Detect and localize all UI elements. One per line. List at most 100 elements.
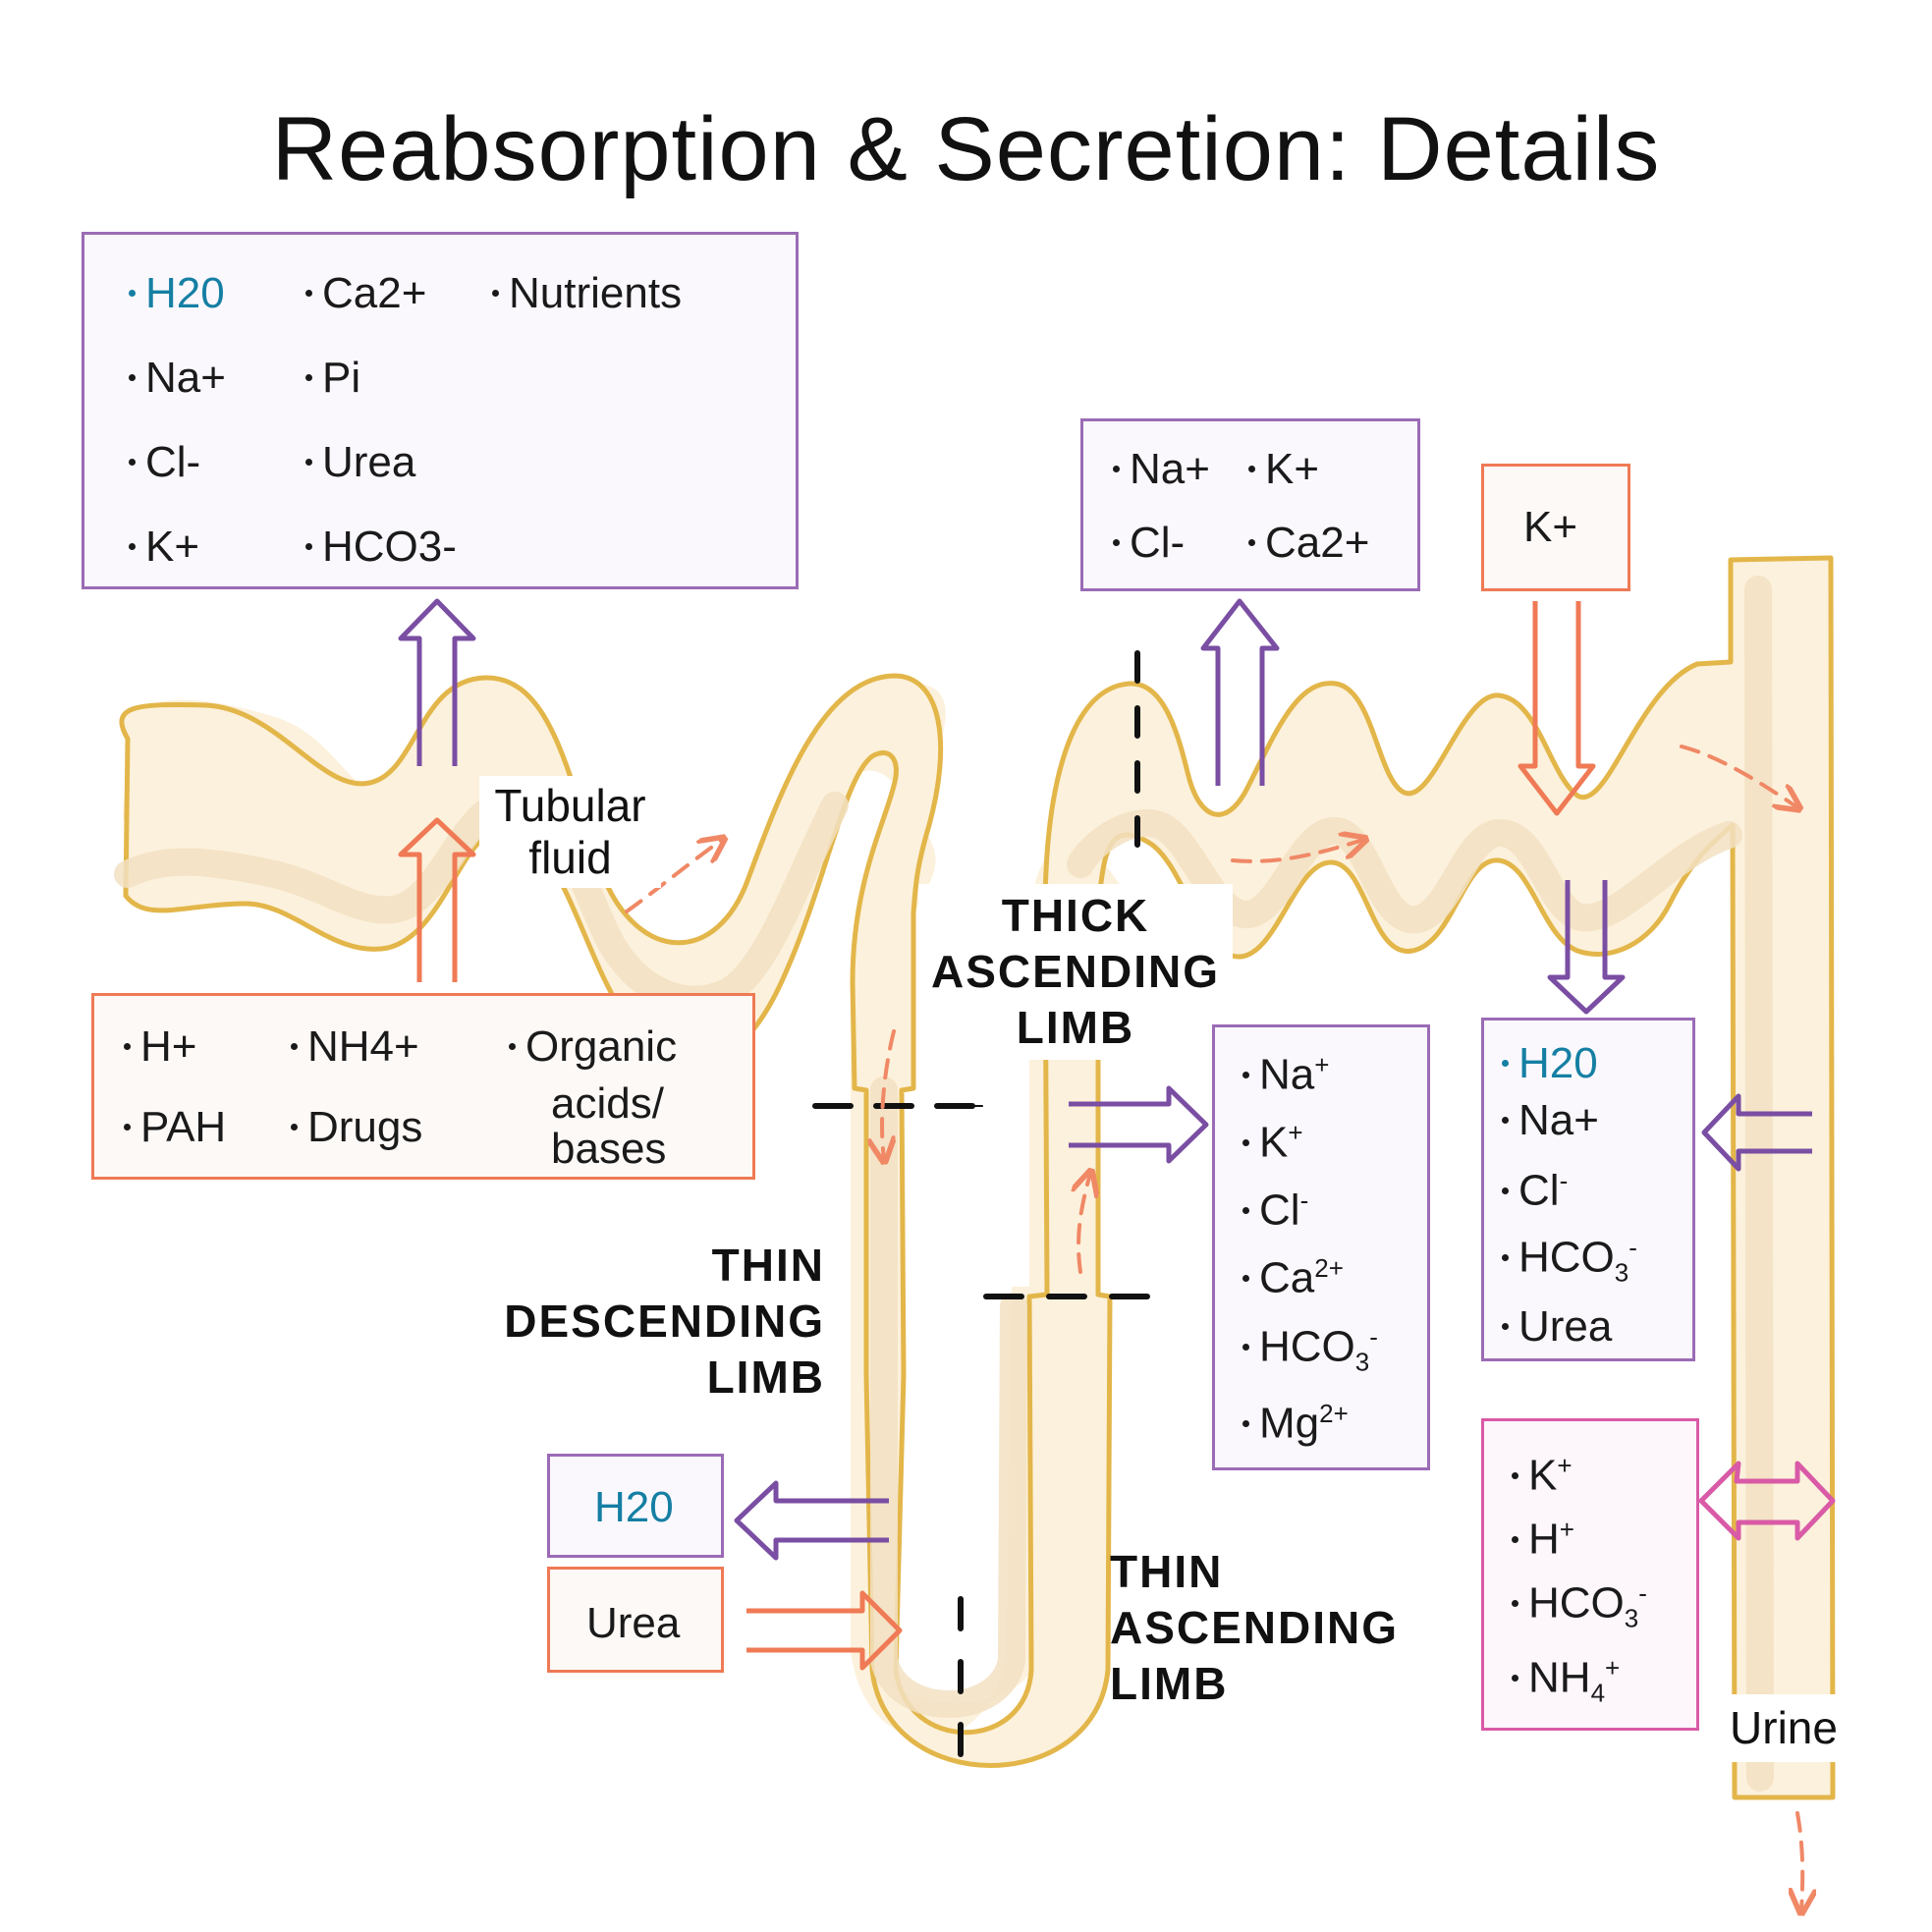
tal-side-reabsorb-arrow — [1069, 1085, 1209, 1164]
tal-side-hco-sub: 3 — [1354, 1347, 1370, 1377]
tal-top-k: K+ — [1248, 448, 1319, 491]
pct-sec-nh4-text: NH4+ — [307, 1022, 419, 1071]
tal-side-hco-sup: - — [1369, 1322, 1378, 1352]
bullet-icon — [129, 289, 136, 297]
pct-item-nutrients: Nutrients — [492, 272, 682, 315]
tal-side-cl: Cl- — [1242, 1187, 1308, 1233]
cd-ex-hco-text: HCO — [1528, 1578, 1625, 1628]
cd-item-h2o-text: H20 — [1518, 1039, 1598, 1087]
pct-sec-organic: Organic — [509, 1025, 677, 1069]
pct-sec-bases: bases — [551, 1125, 667, 1173]
bullet-icon — [1242, 1274, 1249, 1282]
cd-item-cl-sup: - — [1559, 1166, 1569, 1195]
bullet-icon — [1512, 1535, 1518, 1543]
tal-side-k-sup: + — [1288, 1118, 1303, 1147]
pct-item-ca-text: Ca2+ — [322, 269, 427, 317]
bullet-icon — [1512, 1471, 1518, 1479]
bullet-icon — [1242, 1071, 1249, 1078]
tubular-fluid-line1: Tubular — [494, 780, 646, 831]
cd-reabsorption-box: H20 Na+ Cl- HCO3- Urea — [1481, 1018, 1695, 1361]
tal-side-na: Na+ — [1242, 1052, 1329, 1097]
cd-exchange-arrow — [1698, 1461, 1836, 1541]
bullet-icon — [129, 458, 136, 466]
bullet-icon — [1512, 1599, 1518, 1607]
tal-side-k: K+ — [1242, 1120, 1303, 1165]
pct-item-pi-text: Pi — [322, 354, 361, 402]
tal-top-cl-text: Cl- — [1130, 519, 1186, 567]
bullet-icon — [1512, 1674, 1518, 1682]
bullet-icon — [305, 458, 312, 466]
thin-descending-limb-label: THIN DESCENDING LIMB — [471, 1238, 825, 1406]
bullet-icon — [129, 373, 136, 381]
pct-sec-acids: acids/ — [551, 1079, 664, 1128]
tal-top-reabsorb-arrow — [1200, 598, 1280, 786]
bullet-icon — [124, 1123, 131, 1131]
cd-ex-nh-sup: + — [1605, 1653, 1621, 1683]
pct-item-urea: Urea — [305, 441, 415, 484]
bullet-icon — [1248, 538, 1255, 546]
cd-item-cl: Cl- — [1502, 1168, 1568, 1213]
bullet-icon — [1502, 1187, 1509, 1194]
cd-ex-k: K+ — [1512, 1453, 1573, 1498]
pct-secretion-box: H+ NH4+ Organic acids/ bases PAH Drugs — [91, 993, 755, 1180]
bullet-icon — [1502, 1322, 1509, 1330]
pct-item-cl-text: Cl- — [145, 438, 201, 486]
dct-secretion-box: K+ — [1481, 464, 1630, 591]
bullet-icon — [1242, 1138, 1249, 1146]
tdl-water-text: H20 — [594, 1483, 674, 1531]
cd-item-urea-text: Urea — [1518, 1302, 1613, 1351]
bullet-icon — [305, 373, 312, 381]
pct-sec-h-text: H+ — [140, 1022, 197, 1071]
tal-top-k-text: K+ — [1265, 445, 1320, 493]
bullet-icon — [1502, 1253, 1509, 1261]
tdl-urea-text: Urea — [586, 1599, 681, 1647]
pct-secrete-arrow — [398, 817, 476, 982]
tal-side-mg-sup: 2+ — [1319, 1399, 1349, 1428]
cd-ex-hco-sup: - — [1638, 1578, 1647, 1608]
cd-exchange-box: K+ H+ HCO3- NH4+ — [1481, 1418, 1699, 1731]
thin-descending-line2: DESCENDING — [504, 1296, 825, 1347]
pct-sec-drugs: Drugs — [291, 1106, 422, 1149]
cd-reabsorb-down-arrow — [1547, 880, 1626, 1015]
thin-ascending-line1: THIN — [1110, 1546, 1224, 1597]
pct-item-k: K+ — [129, 525, 199, 569]
tal-side-hco-text: HCO — [1259, 1322, 1355, 1371]
pct-item-pi: Pi — [305, 357, 360, 400]
cd-ex-k-sup: + — [1557, 1451, 1573, 1480]
bullet-icon — [1248, 465, 1255, 472]
bullet-icon — [492, 289, 499, 297]
thick-ascending-limb-label: THICK ASCENDING LIMB — [918, 884, 1233, 1060]
cd-side-reabsorb-arrow — [1701, 1093, 1812, 1172]
tal-side-cl-sup: - — [1299, 1186, 1309, 1215]
pct-item-urea-text: Urea — [322, 438, 416, 486]
thick-ascending-line2: ASCENDING — [930, 946, 1221, 997]
pct-item-nutrients-text: Nutrients — [509, 269, 683, 317]
pct-item-k-text: K+ — [145, 523, 200, 571]
cd-item-na-text: Na+ — [1518, 1096, 1599, 1144]
thick-ascending-line1: THICK — [1001, 890, 1150, 941]
tubular-fluid-line2: fluid — [528, 831, 612, 883]
cd-item-hco-sub: 3 — [1614, 1257, 1629, 1288]
tal-side-mg-text: Mg — [1259, 1399, 1320, 1448]
bullet-icon — [1113, 465, 1120, 472]
pct-reabsorption-box: H20 Ca2+ Nutrients Na+ Pi Cl- Urea K+ HC… — [82, 232, 799, 589]
cd-ex-h: H+ — [1512, 1517, 1574, 1562]
pct-sec-pah-text: PAH — [140, 1103, 227, 1151]
urine-label: Urine — [1721, 1694, 1847, 1762]
dct-k-text: K+ — [1523, 503, 1578, 551]
bullet-icon — [509, 1042, 516, 1050]
bullet-icon — [1242, 1343, 1249, 1351]
pct-item-ca: Ca2+ — [305, 272, 426, 315]
cd-item-hco-sup: - — [1628, 1233, 1637, 1262]
pct-sec-nh4: NH4+ — [291, 1025, 419, 1069]
tal-top-na-text: Na+ — [1130, 445, 1210, 493]
tal-side-cl-text: Cl — [1259, 1186, 1300, 1235]
thin-descending-line3: LIMB — [706, 1352, 825, 1403]
thin-ascending-line2: ASCENDING — [1110, 1602, 1400, 1653]
tal-side-box: Na+ K+ Cl- Ca2+ HCO3- Mg2+ — [1212, 1024, 1430, 1470]
tdl-water-box: H20 — [547, 1454, 724, 1558]
dct-secrete-arrow — [1518, 601, 1596, 816]
bullet-icon — [1502, 1059, 1509, 1067]
pct-item-h2o: H20 — [129, 272, 225, 315]
pct-sec-drugs-text: Drugs — [307, 1103, 423, 1151]
